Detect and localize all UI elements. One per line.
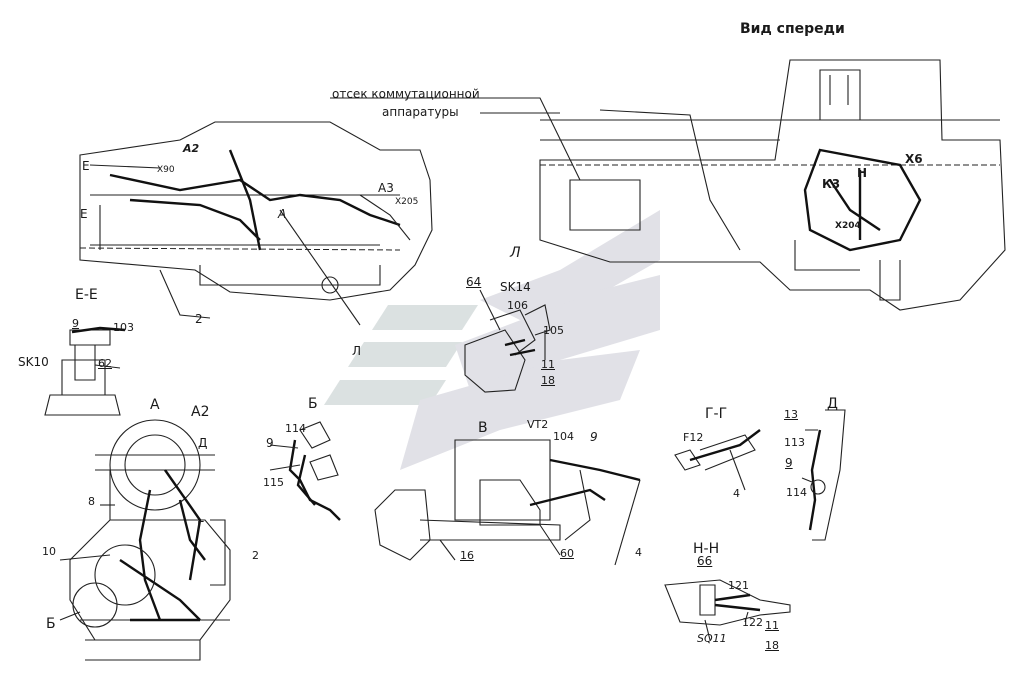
view-gg-drawing [674, 429, 761, 491]
view-l-label-64: 64 [466, 275, 482, 289]
front-view-drawing [330, 59, 1006, 311]
ee-label-e-top: Е [82, 159, 90, 173]
view-b-label-115: 115 [263, 476, 284, 489]
ee-label-l: Л [352, 344, 362, 358]
view-a-label-b: Б [46, 616, 56, 632]
view-v-label-16: 16 [460, 549, 474, 562]
view-v-title: В [478, 420, 488, 436]
sk10-label-9: 9 [72, 317, 79, 330]
ee-label-a2: А2 [183, 142, 200, 155]
ee-label-x205: Х205 [395, 197, 419, 207]
view-nn-label-122: 122 [742, 616, 763, 629]
view-nn-label-11: 11 [765, 619, 779, 632]
view-a-label-a2: А2 [191, 404, 210, 420]
view-d-label-9: 9 [785, 456, 793, 470]
view-a-label-g: Г [197, 519, 205, 533]
view-d-drawing [801, 409, 846, 541]
ee-label-e-bottom: Е [80, 207, 88, 221]
view-nn-label-sq11: SQ11 [697, 632, 727, 645]
view-v-label-9: 9 [590, 430, 598, 444]
view-b-title: Б [308, 396, 318, 412]
ee-label-2: 2 [195, 312, 203, 326]
view-v-label-vt2: VT2 [527, 418, 549, 431]
view-d-title: Д [827, 396, 838, 412]
compartment-label-line1: отсек коммутационной [332, 87, 480, 101]
front-view-title: Вид спереди [740, 21, 845, 37]
view-b-drawing [269, 421, 341, 521]
view-l-label-18: 18 [541, 374, 555, 387]
view-l-label-105: 105 [543, 324, 564, 337]
view-l-drawing [464, 289, 551, 393]
ee-label-x90: Х90 [157, 165, 175, 175]
view-nn-label-121: 121 [728, 579, 749, 592]
watermark-logo [324, 210, 660, 470]
view-nn-title: Н-Н [693, 541, 720, 557]
section-ee-title: Е-Е [75, 287, 98, 303]
sk10-label-62: 62 [98, 357, 112, 370]
ee-label-a: А [278, 207, 287, 221]
view-l-label-sk14: SK14 [500, 280, 531, 294]
section-ee-drawing [79, 121, 433, 326]
sk10-label-103: 103 [113, 321, 134, 334]
front-label-n: Н [857, 166, 868, 180]
front-label-k3: К3 [822, 177, 841, 191]
sk10-label-sk10: SK10 [18, 355, 49, 369]
view-nn-label-18: 18 [765, 639, 779, 652]
view-l-label-11: 11 [541, 358, 555, 371]
view-v-label-4: 4 [635, 546, 642, 559]
view-gg-label-4: 4 [733, 487, 740, 500]
sk10-drawing [44, 326, 126, 416]
front-label-x204: Х204 [835, 221, 861, 231]
view-v-label-60: 60 [560, 547, 574, 560]
view-l-title: Л [510, 245, 521, 261]
view-a-label-d: Д [198, 436, 208, 450]
view-a-drawing [59, 419, 231, 661]
ee-label-a3: А3 [378, 181, 394, 195]
view-b-label-114: 114 [285, 422, 306, 435]
view-a-title: А [150, 397, 160, 413]
view-gg-label-f12: F12 [683, 431, 704, 444]
view-b-label-9: 9 [266, 436, 274, 450]
compartment-label-line2: аппаратуры [382, 105, 459, 119]
view-v-drawing [374, 439, 641, 566]
view-nn-label-66: 66 [697, 554, 713, 568]
front-label-x6: Х6 [905, 152, 923, 166]
view-gg-title: Г-Г [705, 406, 728, 422]
view-nn-drawing [664, 579, 791, 641]
view-v-label-104: 104 [553, 430, 574, 443]
view-d-label-113: 113 [784, 436, 805, 449]
view-d-label-13: 13 [784, 408, 798, 421]
view-a-label-10: 10 [42, 545, 56, 558]
view-d-label-114: 114 [786, 486, 807, 499]
view-l-label-106: 106 [507, 299, 528, 312]
view-a-label-2: 2 [252, 549, 259, 562]
view-a-label-8: 8 [88, 495, 95, 508]
